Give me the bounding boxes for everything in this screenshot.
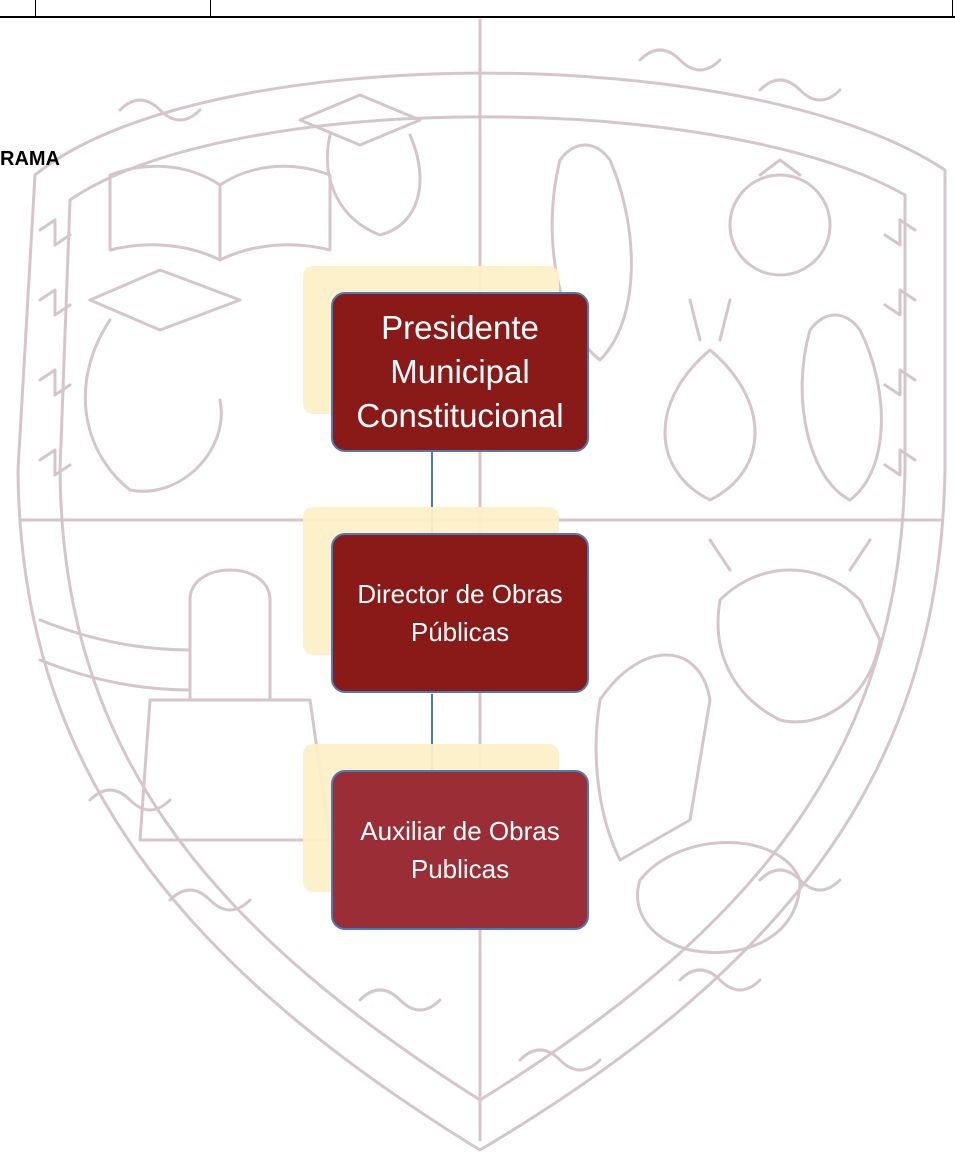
table-fragment [0, 0, 955, 18]
table-cell-divider [952, 0, 953, 17]
section-heading: RAMA [0, 148, 60, 170]
connector-line [431, 694, 433, 771]
node-label: Director de Obras Públicas [357, 579, 563, 647]
org-node-assistant: Auxiliar de Obras Publicas [331, 770, 589, 930]
org-node-director: Director de Obras Públicas [331, 533, 589, 693]
table-border-line [0, 16, 955, 18]
org-node-president: Presidente Municipal Constitucional [331, 292, 589, 452]
table-cell-divider [210, 0, 211, 17]
table-cell-divider [35, 0, 36, 17]
node-label: Presidente Municipal Constitucional [356, 309, 564, 434]
connector-line [431, 452, 433, 534]
node-label: Auxiliar de Obras Publicas [360, 816, 560, 884]
